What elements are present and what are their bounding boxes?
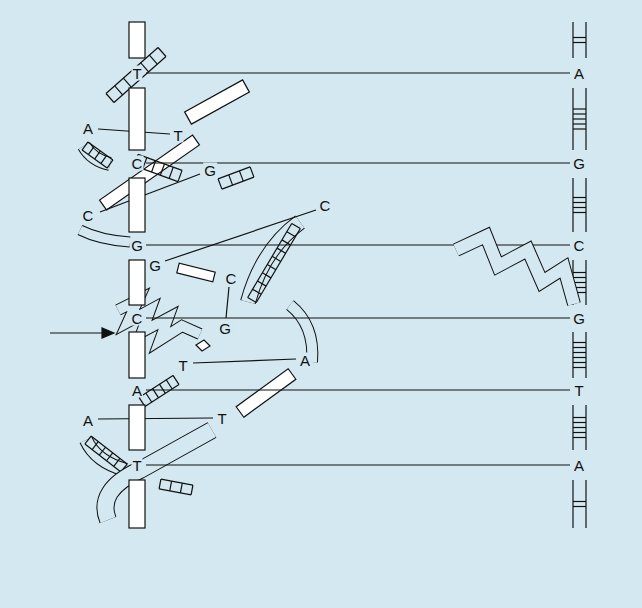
pair-line (100, 174, 200, 212)
small-fragment (196, 340, 210, 351)
backbone-bar (236, 369, 296, 417)
base-letter: A (82, 121, 94, 136)
helix-drawing (50, 22, 586, 528)
base-letter: T (216, 411, 227, 426)
base-letter: C (319, 198, 332, 213)
base-letter: C (82, 208, 95, 223)
base-letter: C (131, 156, 144, 171)
base-letter: T (177, 358, 188, 373)
base-ladder (248, 223, 301, 302)
pair-line (226, 287, 229, 318)
backbone-rect (129, 332, 145, 378)
pair-line (146, 464, 570, 465)
pair-line (146, 389, 570, 390)
base-letter: C (225, 271, 238, 286)
base-letter: T (573, 383, 584, 398)
pair-line (146, 317, 570, 318)
pair-line (146, 72, 570, 73)
base-ladder (573, 480, 586, 528)
backbone-rect (129, 22, 145, 58)
base-ladder (85, 436, 127, 472)
base-ladder (573, 178, 586, 232)
backbone-ribbon (248, 222, 300, 302)
base-letter: C (573, 238, 586, 253)
base-letter: T (131, 458, 142, 473)
pointer-arrow (50, 332, 104, 333)
base-letter: A (131, 383, 143, 398)
base-ladder (218, 167, 254, 189)
backbone-rect (129, 260, 145, 305)
base-letter: G (572, 156, 586, 171)
backbone-bar (185, 80, 250, 124)
backbone-rect (129, 480, 145, 528)
base-ladder (573, 405, 586, 450)
pair-line (98, 418, 213, 419)
pair-line (193, 359, 296, 363)
base-letter: G (218, 321, 232, 336)
base-letter: A (573, 66, 585, 81)
backbone-rect (129, 405, 145, 450)
base-letter: G (148, 258, 162, 273)
base-ladder (573, 332, 586, 378)
base-letter: G (572, 311, 586, 326)
base-ladder (159, 479, 193, 495)
backbone-rect (129, 88, 145, 150)
backbone-ribbon (86, 440, 126, 470)
base-letter: A (82, 413, 94, 428)
backbone-rect (129, 178, 145, 232)
base-ladder (573, 88, 586, 150)
pair-line (146, 244, 570, 245)
intercalator-zigzag (456, 236, 574, 304)
base-ladder (82, 142, 113, 168)
backbone-bar (100, 135, 200, 210)
base-letter: G (203, 163, 217, 178)
backbone-ribbon (80, 230, 130, 242)
pair-line (165, 210, 316, 261)
backbone-bar (177, 263, 215, 282)
arrow-head (102, 328, 114, 338)
base-letter: G (130, 238, 144, 253)
backbone-ribbon (105, 430, 212, 520)
base-letter: C (131, 311, 144, 326)
base-ladder (573, 22, 586, 58)
base-ladder (139, 375, 179, 406)
base-letter: A (299, 353, 311, 368)
base-letter: T (172, 128, 183, 143)
base-letter: A (573, 458, 585, 473)
base-letter: T (131, 66, 142, 81)
